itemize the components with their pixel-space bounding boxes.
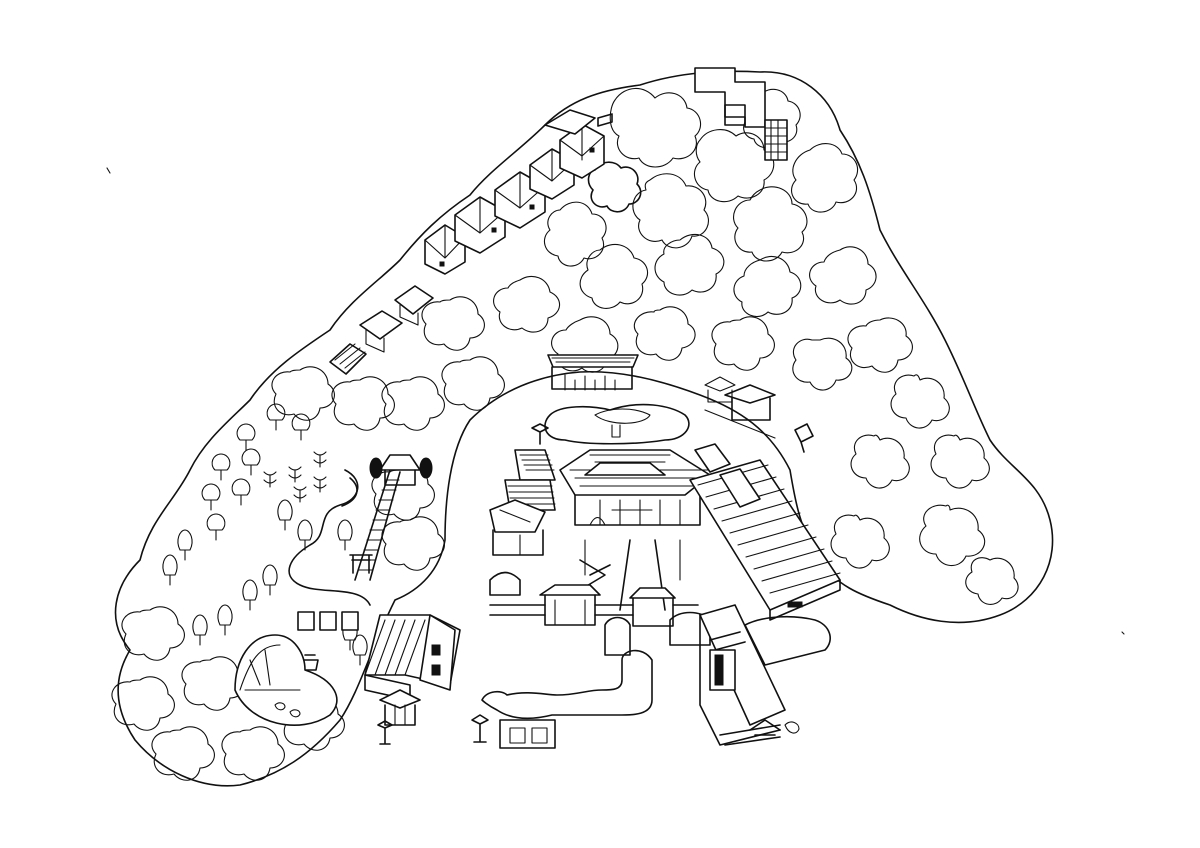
hilltop-building-outline bbox=[694, 67, 766, 128]
stray-mark bbox=[106, 167, 111, 174]
lower-left-hall bbox=[364, 614, 461, 701]
tree-clumps bbox=[111, 87, 1019, 781]
signpost bbox=[794, 423, 814, 453]
hillside-steps bbox=[329, 343, 367, 375]
forest-canopy bbox=[111, 70, 1054, 787]
torii-gate bbox=[349, 554, 373, 574]
row-house bbox=[454, 196, 506, 254]
temple-main-hall bbox=[559, 449, 711, 526]
side-hall bbox=[489, 499, 546, 556]
hillside-row-houses bbox=[329, 109, 613, 375]
hilltop-buildings bbox=[694, 67, 788, 161]
row-house bbox=[544, 109, 596, 135]
small-gate-house bbox=[379, 689, 421, 726]
hillside-shed bbox=[394, 285, 434, 326]
long-hall bbox=[689, 459, 841, 621]
hillside-shed bbox=[359, 310, 403, 353]
cemetery-stones bbox=[297, 611, 359, 671]
temple-garden-pond bbox=[544, 403, 690, 445]
orchard-trees bbox=[162, 403, 433, 666]
hilltop-tower bbox=[764, 119, 788, 161]
temple-gate bbox=[489, 584, 699, 627]
hilltop-shrine bbox=[369, 454, 433, 486]
stray-mark bbox=[1121, 631, 1125, 635]
hedges bbox=[744, 615, 831, 666]
hedges bbox=[481, 649, 653, 720]
round-bush bbox=[587, 161, 642, 213]
upper-pavilion bbox=[547, 354, 639, 391]
winding-path bbox=[288, 469, 371, 606]
stone-lantern bbox=[471, 714, 489, 743]
forest-outline bbox=[114, 70, 1054, 787]
notice-board bbox=[499, 719, 556, 749]
hedges bbox=[489, 571, 711, 656]
stone-lantern bbox=[377, 720, 393, 745]
south-building bbox=[699, 604, 786, 746]
shrine-hut bbox=[704, 376, 776, 439]
east-wing bbox=[694, 443, 761, 508]
lantern bbox=[531, 423, 549, 445]
pond-garden bbox=[234, 634, 338, 726]
temple-compound bbox=[364, 354, 841, 749]
gateway-post bbox=[597, 113, 613, 127]
